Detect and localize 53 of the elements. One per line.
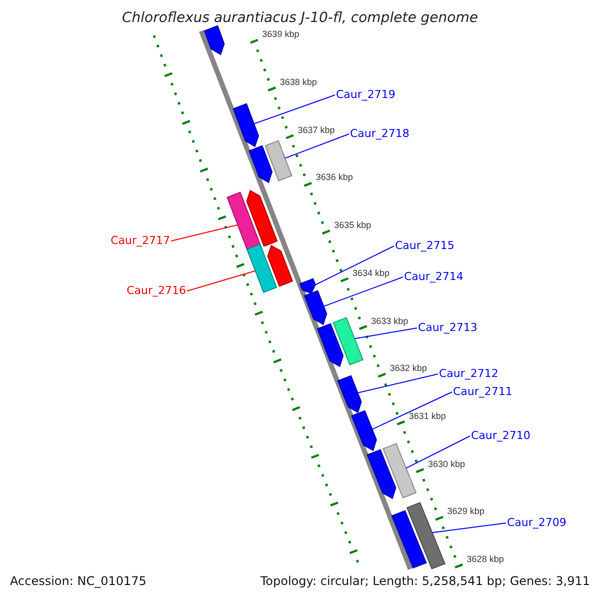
gene-feature [299, 278, 316, 294]
position-tick-label: 3639 kbp [262, 29, 300, 40]
gene-feature [366, 449, 396, 500]
position-tick-label: 3636 kbp [316, 172, 353, 182]
gene-label: Caur_2714 [404, 271, 464, 283]
gene-block [264, 140, 292, 182]
gene-label: Caur_2709 [507, 517, 566, 529]
position-tick-label: 3632 kbp [390, 363, 427, 374]
position-tick-label: 3634 kbp [352, 268, 390, 278]
gene-label: Caur_2715 [395, 240, 454, 252]
gene-block [382, 443, 417, 498]
gene-label: Caur_2719 [336, 89, 396, 101]
gene-block [332, 317, 364, 366]
position-tick-label: 3631 kbp [408, 410, 446, 421]
gene-block [246, 244, 278, 293]
position-tick-label: 3629 kbp [447, 506, 484, 516]
gene-label: Caur_2713 [418, 322, 478, 334]
position-tick-label: 3637 kbp [298, 124, 335, 135]
gene-feature [204, 25, 225, 56]
leader-line [314, 246, 394, 286]
gene-block [391, 510, 427, 569]
leader-line [253, 94, 336, 124]
gene-feature [337, 375, 362, 414]
gene-feature [246, 190, 278, 247]
gene-feature [232, 103, 260, 148]
leader-line [186, 270, 256, 292]
gene-feature [351, 410, 377, 452]
position-tick-label: 3628 kbp [466, 554, 504, 564]
leader-line [357, 374, 438, 394]
gene-label: Caur_2712 [439, 368, 498, 380]
accession-text: Accession: NC_010175 [9, 573, 148, 589]
gene-label: Caur_2717 [110, 235, 170, 247]
gene-feature [316, 323, 344, 368]
leader-line [354, 328, 418, 340]
gene-label: Caur_2718 [350, 128, 410, 140]
genome-summary-text: Topology: circular; Length: 5,258,541 bp; Genes: 3,911 [259, 573, 591, 589]
position-tick-label: 3638 kbp [280, 77, 317, 87]
title: Chloroflexus aurantiacus J-10-fl, complete genome [121, 9, 479, 28]
gene-feature [248, 145, 273, 184]
gene-label: Caur_2716 [126, 285, 186, 297]
leader-line [170, 224, 238, 242]
leader-line [406, 436, 470, 469]
gene-feature [267, 244, 294, 287]
position-tick-label: 3633 kbp [371, 316, 408, 326]
position-tick-label: 3635 kbp [334, 220, 372, 230]
leader-line [432, 522, 506, 534]
leader-line [323, 276, 404, 307]
gene-block [406, 502, 446, 570]
gene-label: Caur_2710 [471, 430, 530, 442]
leader-line [372, 392, 452, 430]
gene-label: Caur_2711 [453, 386, 512, 398]
position-tick-label: 3630 kbp [428, 458, 466, 469]
leader-line [284, 134, 350, 159]
